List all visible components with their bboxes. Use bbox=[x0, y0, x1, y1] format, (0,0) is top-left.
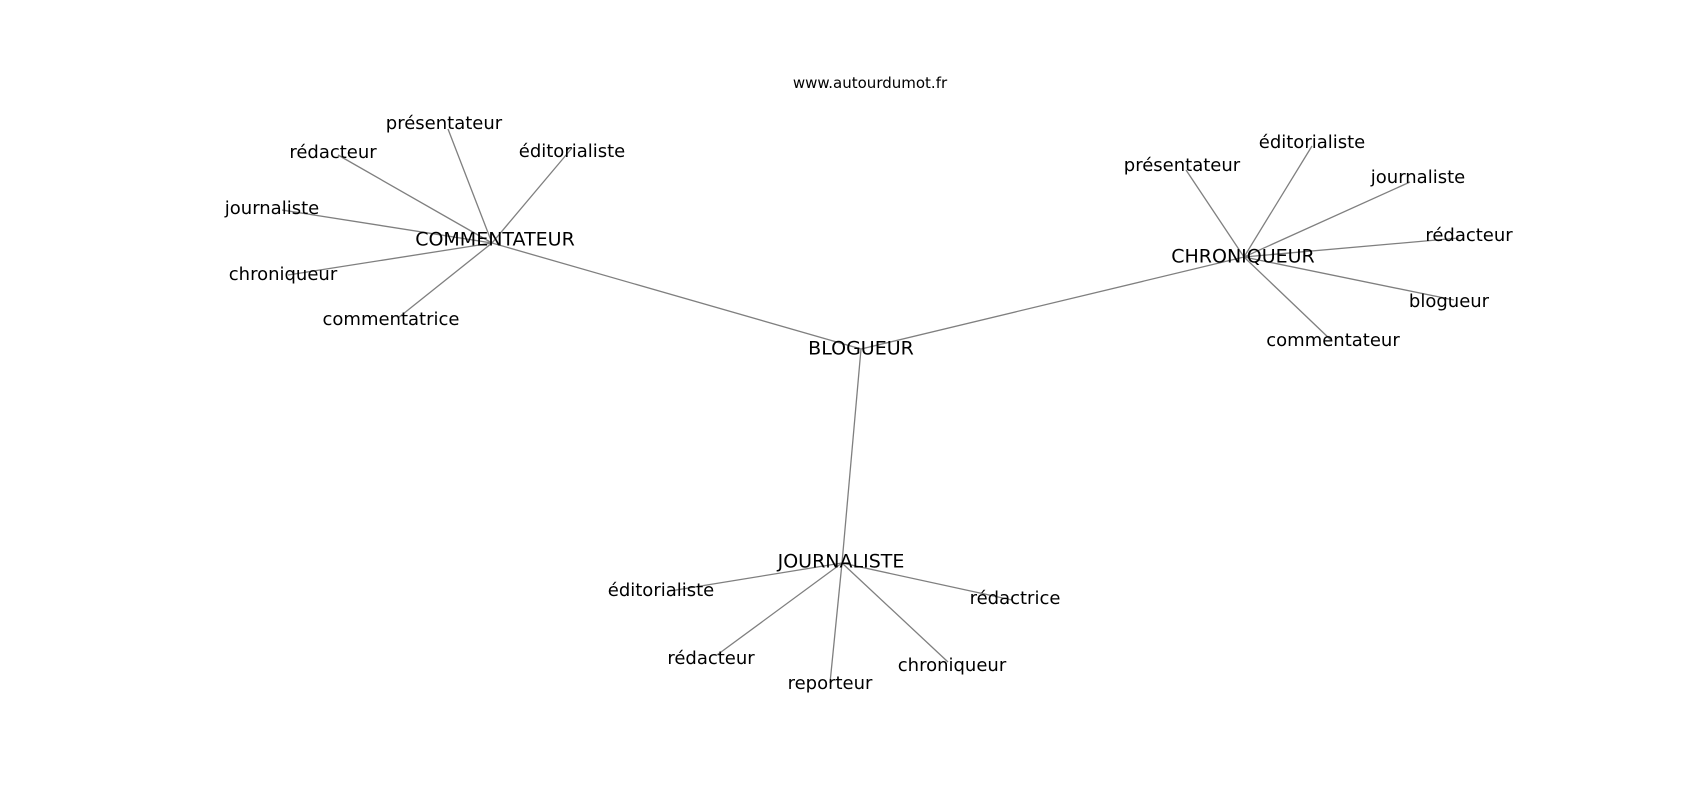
leaf-chroniqueur-journaliste: journaliste bbox=[1370, 167, 1466, 188]
leaf-journaliste-redactrice: rédactrice bbox=[969, 588, 1061, 609]
edge-commentateur-leaf-0 bbox=[447, 128, 493, 244]
edge-journaliste-leaf-2 bbox=[716, 562, 843, 656]
hub-node-chroniqueur: CHRONIQUEUR bbox=[1171, 245, 1315, 268]
leaf-commentateur-redacteur: rédacteur bbox=[289, 142, 377, 163]
edge-chroniqueur-leaf-2 bbox=[1243, 181, 1411, 258]
leaf-journaliste-reporteur: reporteur bbox=[787, 673, 873, 694]
edge-journaliste-leaf-3 bbox=[841, 562, 949, 663]
edge-commentateur-leaf-5 bbox=[397, 242, 493, 319]
leaf-chroniqueur-editorialiste: éditorialiste bbox=[1258, 132, 1366, 153]
edge-chroniqueur-leaf-0 bbox=[1243, 145, 1313, 258]
leaf-commentateur-editorialiste: éditorialiste bbox=[518, 141, 626, 162]
root-node: BLOGUEUR bbox=[808, 337, 914, 360]
leaf-chroniqueur-commentateur: commentateur bbox=[1266, 330, 1400, 351]
hub-node-commentateur: COMMENTATEUR bbox=[415, 228, 575, 251]
edge-chroniqueur-leaf-3 bbox=[1243, 237, 1460, 258]
edge-root-commentateur bbox=[491, 242, 862, 350]
leaf-chroniqueur-blogueur: blogueur bbox=[1408, 291, 1490, 312]
leaf-commentateur-chroniqueur: chroniqueur bbox=[228, 264, 338, 285]
edge-commentateur-leaf-2 bbox=[491, 147, 573, 244]
leaf-commentateur-journaliste: journaliste bbox=[224, 198, 320, 219]
edge-commentateur-leaf-1 bbox=[337, 154, 493, 244]
leaf-journaliste-redacteur: rédacteur bbox=[667, 648, 755, 669]
edge-chroniqueur-leaf-4 bbox=[1243, 256, 1455, 301]
edge-journaliste-leaf-1 bbox=[841, 562, 1013, 601]
leaf-chroniqueur-redacteur: rédacteur bbox=[1425, 225, 1513, 246]
edge-journaliste-leaf-0 bbox=[669, 562, 843, 592]
edge-commentateur-leaf-4 bbox=[287, 242, 493, 276]
leaf-journaliste-editorialiste: éditorialiste bbox=[607, 580, 715, 601]
leaf-journaliste-chroniqueur: chroniqueur bbox=[897, 655, 1007, 676]
edge-journaliste-leaf-4 bbox=[829, 562, 843, 684]
hub-node-journaliste: JOURNALISTE bbox=[777, 550, 905, 573]
edge-root-journaliste bbox=[841, 348, 862, 564]
leaf-chroniqueur-presentateur: présentateur bbox=[1123, 155, 1241, 176]
leaf-commentateur-presentateur: présentateur bbox=[385, 113, 503, 134]
leaf-commentateur-commentatrice: commentatrice bbox=[322, 309, 460, 330]
edge-root-chroniqueur bbox=[860, 256, 1245, 350]
source-label: www.autourdumot.fr bbox=[792, 74, 948, 92]
edge-chroniqueur-leaf-5 bbox=[1243, 256, 1333, 342]
edge-commentateur-leaf-3 bbox=[281, 209, 493, 244]
edge-chroniqueur-leaf-1 bbox=[1185, 169, 1245, 258]
